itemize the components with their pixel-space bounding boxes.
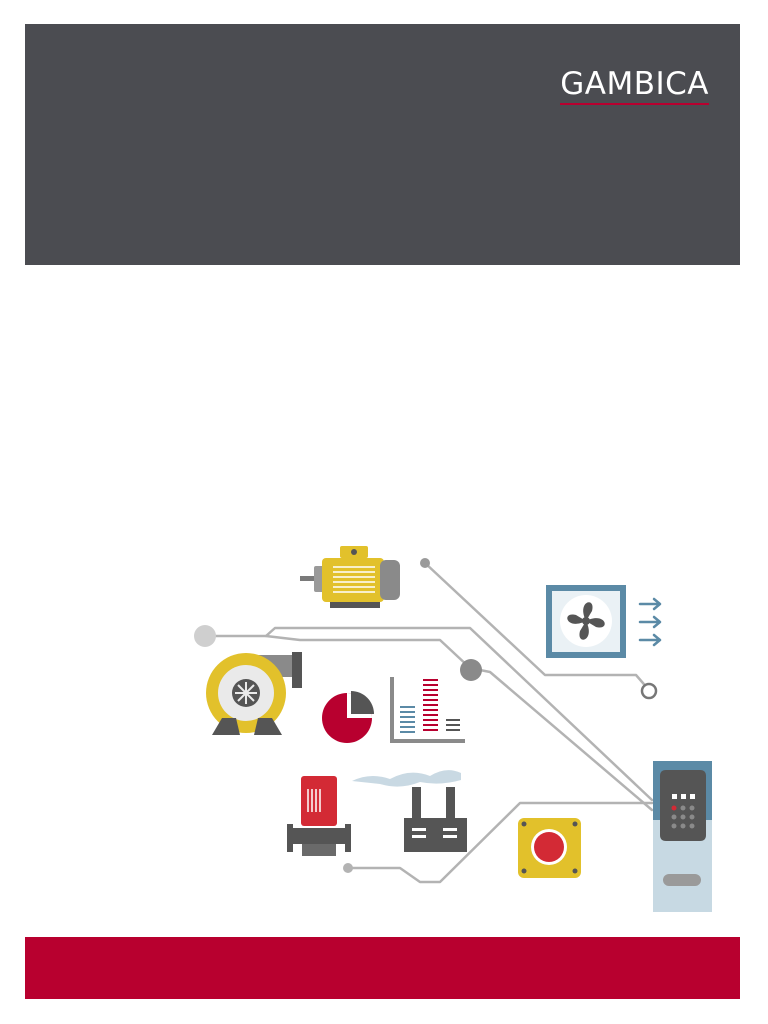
vertical-pump-icon (287, 776, 351, 856)
circuit-trace-top (423, 561, 651, 692)
header-band: GAMBICA (25, 24, 740, 265)
factory-icon (352, 770, 467, 852)
circuit-node-top (420, 558, 430, 568)
circuit-traces (203, 561, 654, 884)
variable-speed-drive-icon (653, 761, 712, 912)
circuit-node-bottom (343, 863, 353, 873)
centrifugal-pump-icon (206, 652, 302, 735)
electric-motor-icon (300, 546, 400, 608)
brand-logo: GAMBICA (560, 68, 709, 105)
footer-band (25, 937, 740, 999)
circuit-trace-left-upper (203, 626, 654, 802)
circuit-trace-left-lower (264, 634, 654, 812)
pie-chart-icon (322, 691, 374, 743)
emergency-stop-button-icon (518, 818, 581, 878)
circuit-node-right (640, 682, 658, 700)
circuit-node-mid (460, 659, 482, 681)
brand-underline (560, 103, 709, 105)
circuit-node-left (194, 625, 216, 647)
circuit-trace-bottom (346, 801, 654, 884)
bar-chart-icon (390, 677, 465, 743)
brand-wordmark: GAMBICA (560, 66, 709, 102)
cooling-fan-icon (546, 585, 662, 658)
